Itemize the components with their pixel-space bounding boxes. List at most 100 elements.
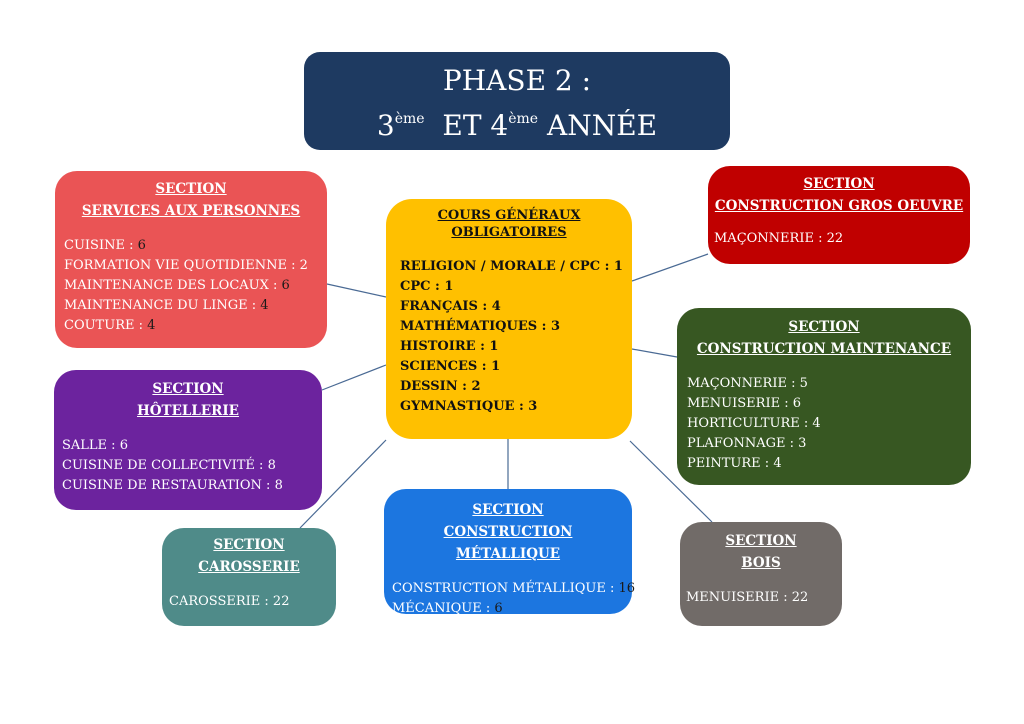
- list-item: MAINTENANCE DES LOCAUX : 6: [64, 276, 327, 296]
- item-label: MÉCANIQUE :: [392, 601, 491, 616]
- section-heading: SECTION CONSTRUCTION MÉTALLIQUE: [392, 499, 632, 565]
- section-items: MENUISERIE : 22: [686, 588, 842, 608]
- list-item: PEINTURE : 4: [687, 454, 971, 474]
- list-item: COUTURE : 4: [64, 316, 327, 336]
- section-title: CONSTRUCTION MÉTALLIQUE: [443, 524, 573, 562]
- section-construction-gros-oeuvre: SECTION CONSTRUCTION GROS OEUVRE MAÇONNE…: [708, 166, 970, 264]
- item-value: 3: [798, 436, 807, 451]
- item-value: 5: [799, 376, 808, 391]
- item-value: 4: [812, 416, 821, 431]
- item-label: PEINTURE :: [687, 456, 770, 471]
- center-item: HISTOIRE : 1: [400, 339, 499, 354]
- section-carosserie: SECTION CAROSSERIE CAROSSERIE : 22: [162, 528, 336, 626]
- item-value: 6: [137, 238, 146, 253]
- connector-hotellerie: [321, 364, 387, 391]
- item-value: 8: [267, 458, 276, 473]
- section-title: CAROSSERIE: [198, 559, 300, 575]
- center-item: RELIGION / MORALE / CPC : 1: [400, 259, 623, 274]
- title-year-3: 3: [376, 109, 395, 142]
- center-box: COURS GÉNÉRAUX OBLIGATOIRES RELIGION / M…: [386, 199, 632, 439]
- connector-gros-oeuvre: [631, 253, 709, 282]
- center-item: DESSIN : 2: [400, 379, 481, 394]
- item-value: 6: [119, 438, 128, 453]
- title-line-2: 3ème ET 4ème ANNÉE: [304, 100, 730, 145]
- list-item: MÉCANIQUE : 6: [392, 599, 632, 619]
- section-items: CAROSSERIE : 22: [169, 592, 336, 612]
- item-label: MENUISERIE :: [686, 590, 788, 605]
- item-label: MAÇONNERIE :: [687, 376, 796, 391]
- item-label: CONSTRUCTION MÉTALLIQUE :: [392, 581, 615, 596]
- item-label: FORMATION VIE QUOTIDIENNE :: [64, 258, 296, 273]
- item-label: CUISINE :: [64, 238, 134, 253]
- list-item: CUISINE DE COLLECTIVITÉ : 8: [62, 456, 322, 476]
- section-items: SALLE : 6 CUISINE DE COLLECTIVITÉ : 8 CU…: [62, 436, 322, 496]
- section-title: CONSTRUCTION GROS OEUVRE: [714, 198, 964, 214]
- section-construction-metallique: SECTION CONSTRUCTION MÉTALLIQUE CONSTRUC…: [384, 489, 635, 616]
- item-value: 8: [274, 478, 283, 493]
- section-label: SECTION: [472, 502, 544, 518]
- connector-bois: [629, 440, 713, 523]
- list-item: MAINTENANCE DU LINGE : 4: [64, 296, 327, 316]
- section-items: MAÇONNERIE : 5 MENUISERIE : 6 HORTICULTU…: [687, 374, 971, 474]
- item-value: 6: [494, 601, 503, 616]
- section-title: CONSTRUCTION MAINTENANCE: [696, 341, 952, 357]
- section-heading: SECTION CAROSSERIE: [169, 534, 336, 578]
- center-heading-line-2: OBLIGATOIRES: [451, 225, 567, 240]
- center-item: CPC : 1: [400, 279, 454, 294]
- item-label: PLAFONNAGE :: [687, 436, 794, 451]
- item-value: 4: [773, 456, 782, 471]
- list-item: MAÇONNERIE : 5: [687, 374, 971, 394]
- item-label: MAINTENANCE DES LOCAUX :: [64, 278, 278, 293]
- section-title: SERVICES AUX PERSONNES: [81, 203, 301, 219]
- section-heading: SECTION HÔTELLERIE: [62, 378, 322, 422]
- section-title: HÔTELLERIE: [137, 403, 239, 419]
- item-label: HORTICULTURE :: [687, 416, 809, 431]
- section-heading: SECTION CONSTRUCTION MAINTENANCE: [687, 316, 971, 360]
- section-items: CUISINE : 6 FORMATION VIE QUOTIDIENNE : …: [64, 236, 327, 336]
- title-sup-1: ème: [394, 111, 425, 127]
- section-items: MAÇONNERIE : 22: [714, 229, 970, 249]
- item-label: CUISINE DE COLLECTIVITÉ :: [62, 458, 264, 473]
- list-item: MENUISERIE : 22: [686, 588, 842, 608]
- section-heading: SECTION BOIS: [686, 530, 842, 574]
- center-item: FRANÇAIS : 4: [400, 299, 501, 314]
- section-items: CONSTRUCTION MÉTALLIQUE : 16 MÉCANIQUE :…: [392, 579, 635, 619]
- item-value: 22: [272, 594, 290, 609]
- connector-services: [326, 283, 387, 298]
- section-services-aux-personnes: SECTION SERVICES AUX PERSONNES CUISINE :…: [55, 171, 327, 348]
- list-item: CAROSSERIE : 22: [169, 592, 336, 612]
- center-item: SCIENCES : 1: [400, 359, 501, 374]
- item-label: CUISINE DE RESTAURATION :: [62, 478, 271, 493]
- item-label: CAROSSERIE :: [169, 594, 269, 609]
- item-value: 4: [260, 298, 269, 313]
- list-item: CUISINE DE RESTAURATION : 8: [62, 476, 322, 496]
- list-item: HORTICULTURE : 4: [687, 414, 971, 434]
- title-line-1: PHASE 2 :: [442, 64, 592, 97]
- item-label: SALLE :: [62, 438, 116, 453]
- list-item: FORMATION VIE QUOTIDIENNE : 2: [64, 256, 327, 276]
- item-value: 22: [791, 590, 809, 605]
- item-value: 16: [618, 581, 636, 596]
- item-value: 2: [299, 258, 308, 273]
- title-year-4: 4: [490, 109, 509, 142]
- section-label: SECTION: [788, 319, 860, 335]
- title-box: PHASE 2 : 3ème ET 4ème ANNÉE: [304, 52, 730, 150]
- list-item: PLAFONNAGE : 3: [687, 434, 971, 454]
- title-annee: ANNÉE: [547, 109, 658, 142]
- section-heading: SECTION CONSTRUCTION GROS OEUVRE: [714, 173, 970, 217]
- center-item: MATHÉMATIQUES : 3: [400, 319, 561, 334]
- item-value: 6: [792, 396, 802, 411]
- list-item: CUISINE : 6: [64, 236, 327, 256]
- section-label: SECTION: [213, 537, 285, 553]
- section-label: SECTION: [152, 381, 224, 397]
- section-title: BOIS: [741, 555, 781, 571]
- list-item: CONSTRUCTION MÉTALLIQUE : 16: [392, 579, 635, 599]
- item-label: MENUISERIE :: [687, 396, 789, 411]
- center-heading: COURS GÉNÉRAUX OBLIGATOIRES: [400, 207, 632, 241]
- item-label: MAÇONNERIE :: [714, 231, 823, 246]
- section-label: SECTION: [725, 533, 797, 549]
- title-et: ET: [442, 109, 482, 142]
- center-items: RELIGION / MORALE / CPC : 1 CPC : 1 FRAN…: [400, 257, 632, 417]
- center-item: GYMNASTIQUE : 3: [400, 399, 538, 414]
